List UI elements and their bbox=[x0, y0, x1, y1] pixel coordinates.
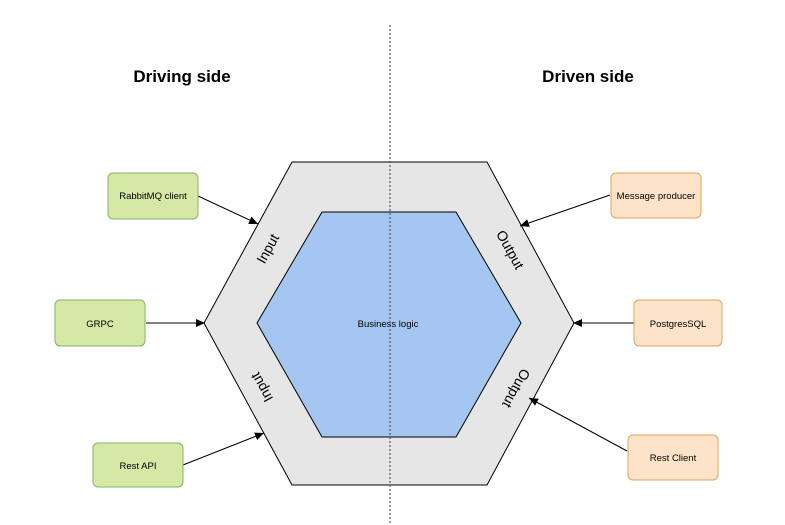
driving-adapter-grpc[interactable]: GRPC bbox=[54, 299, 146, 347]
grpc-label: GRPC bbox=[86, 319, 114, 330]
driven-side-heading: Driven side bbox=[542, 67, 634, 86]
message-producer-label: Message producer bbox=[617, 191, 696, 202]
driving-side-heading: Driving side bbox=[133, 67, 230, 86]
rabbitmq-client-label: RabbitMQ client bbox=[119, 191, 187, 202]
driven-adapter-message-producer[interactable]: Message producer bbox=[610, 172, 702, 219]
arrow-output-to-message-producer bbox=[519, 194, 611, 227]
driven-adapter-postgres[interactable]: PostgresSQL bbox=[633, 299, 723, 347]
arrow-rabbitmq-to-input bbox=[197, 195, 259, 225]
driving-adapter-rest-api[interactable]: Rest API bbox=[92, 442, 184, 488]
business-logic-label: Business logic bbox=[358, 319, 419, 330]
rest-client-label: Rest Client bbox=[650, 453, 697, 464]
inner-hexagon bbox=[256, 211, 522, 438]
rest-api-label: Rest API bbox=[120, 461, 157, 472]
arrow-restapi-to-input bbox=[182, 432, 265, 466]
driven-adapter-rest-client[interactable]: Rest Client bbox=[627, 434, 719, 481]
driving-adapter-rabbitmq[interactable]: RabbitMQ client bbox=[107, 172, 199, 220]
arrow-output-to-rest-client bbox=[528, 397, 628, 452]
postgressql-label: PostgresSQL bbox=[650, 319, 707, 330]
